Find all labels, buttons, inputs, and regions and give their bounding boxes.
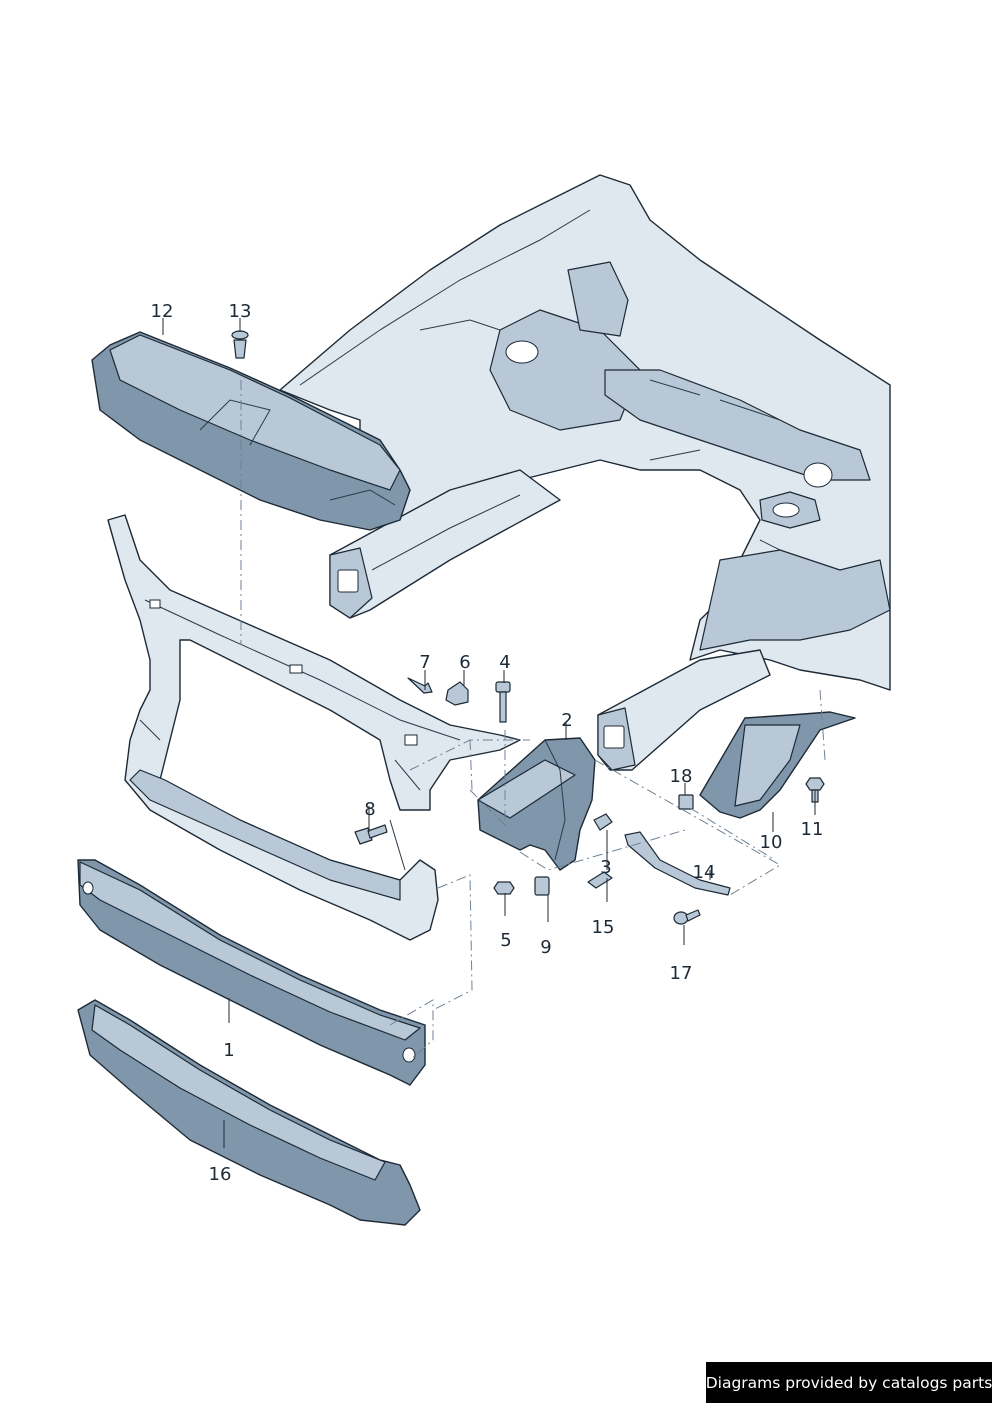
front-body-structure bbox=[279, 174, 891, 771]
callout-5: 5 bbox=[500, 930, 511, 951]
callout-10: 10 bbox=[760, 832, 783, 853]
callout-16: 16 bbox=[209, 1164, 232, 1185]
callout-13: 13 bbox=[229, 301, 252, 322]
callout-1: 1 bbox=[223, 1040, 234, 1061]
part-1-bumper-beam bbox=[77, 859, 426, 1086]
callout-labels: 1 2 3 4 5 6 7 8 9 10 11 12 13 14 15 16 1… bbox=[151, 301, 824, 1185]
part-16-energy-absorber bbox=[77, 999, 421, 1226]
lock-carrier bbox=[107, 514, 521, 941]
callout-9: 9 bbox=[540, 937, 551, 958]
leader-lines bbox=[162, 318, 816, 1148]
callout-7: 7 bbox=[419, 652, 430, 673]
part-2-crash-box bbox=[477, 737, 596, 871]
callout-2: 2 bbox=[561, 710, 572, 731]
watermark-banner: Diagrams provided by catalogs parts bbox=[706, 1362, 992, 1403]
callout-12: 12 bbox=[151, 301, 174, 322]
callout-18: 18 bbox=[670, 766, 693, 787]
callout-17: 17 bbox=[670, 963, 693, 984]
assembly-lines bbox=[240, 380, 826, 1061]
callout-14: 14 bbox=[693, 862, 716, 883]
part-12-air-guide bbox=[91, 331, 411, 531]
part-14-strap bbox=[624, 831, 731, 896]
small-hardware bbox=[231, 330, 825, 925]
callout-3: 3 bbox=[600, 857, 611, 878]
callout-6: 6 bbox=[459, 652, 470, 673]
callout-4: 4 bbox=[499, 652, 510, 673]
callout-11: 11 bbox=[801, 819, 824, 840]
part-10-side-bracket bbox=[699, 711, 856, 819]
callout-8: 8 bbox=[364, 799, 375, 820]
callout-15: 15 bbox=[592, 917, 615, 938]
